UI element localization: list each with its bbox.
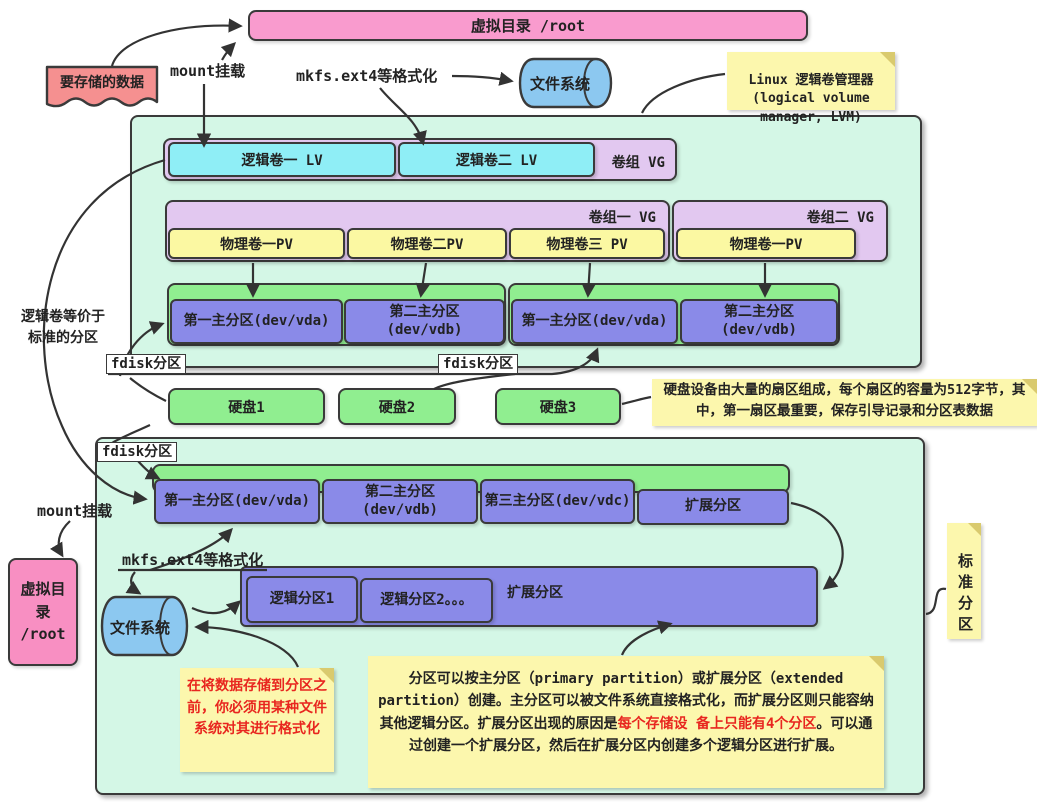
hard-disk-1: 硬盘1: [168, 388, 325, 425]
line-fdisk1-to-disk1: [129, 377, 167, 402]
std-partition-2: 第二主分区 (dev/vdb): [322, 479, 478, 524]
vg2-physical-volume-1-label: 物理卷一PV: [729, 236, 803, 253]
lvm-note-fold-icon: [880, 52, 895, 67]
std-partition-3: 第三主分区(dev/vdc): [480, 479, 635, 524]
fdisk-label-3: fdisk分区: [97, 442, 178, 462]
virtual-directory-box-label: 虚拟目 录 /root: [20, 580, 66, 644]
lvm-note-text: Linux 逻辑卷管理器 (logical volume manager, LV…: [748, 73, 874, 125]
hard-disk-2-label: 硬盘2: [378, 399, 416, 416]
physical-volume-1: 物理卷一PV: [168, 228, 345, 259]
disk1-partition-2: 第二主分区 (dev/vdb): [344, 299, 505, 344]
data-to-store-shape: 要存储的数据: [44, 64, 160, 116]
arrow-doc-to-rootbar: [110, 18, 243, 67]
lv-equivalent-note: 逻辑卷等价于 标准的分区: [21, 309, 105, 346]
format-note-text: 在将数据存储到分区之前，你必须用某种文件系统对其进行格式化: [187, 678, 327, 738]
line-fdisk2-to-disk2: [433, 372, 516, 390]
partition-note-fold-icon: [869, 656, 884, 671]
logical-partition-2-label: 逻辑分区2。。。: [380, 591, 473, 608]
fdisk-label-2-text: fdisk分区: [443, 356, 514, 372]
format-note: 在将数据存储到分区之前，你必须用某种文件系统对其进行格式化: [180, 668, 334, 772]
disk2-partition-1: 第一主分区(dev/vda): [511, 299, 678, 344]
extended-partition-small: 扩展分区: [637, 489, 789, 525]
arrow-mkfs-to-cylinder: [451, 71, 514, 86]
mkfs-label-top: mkfs.ext4等格式化: [296, 67, 438, 85]
line-container-to-stdnote: [925, 587, 947, 616]
disk1-partition-2-label: 第二主分区 (dev/vdb): [386, 304, 463, 338]
disk1-partition-1: 第一主分区(dev/vda): [170, 299, 343, 344]
filesystem-cylinder-top: 文件系统: [518, 57, 614, 109]
std-partition-1-label: 第一主分区(dev/vda): [164, 492, 310, 509]
physical-volume-3-label: 物理卷三 PV: [546, 236, 628, 253]
logical-partition-1: 逻辑分区1: [246, 576, 358, 623]
data-to-store-label: 要存储的数据: [60, 75, 144, 91]
arrow-mount-to-rootbar: [220, 41, 237, 61]
filesystem-label-top: 文件系统: [529, 75, 590, 93]
mount-label-bottom: mount挂载: [37, 502, 113, 520]
disk1-partition-1-label: 第一主分区(dev/vda): [183, 312, 330, 329]
lvm-note: Linux 逻辑卷管理器 (logical volume manager, LV…: [727, 52, 895, 125]
physical-volume-2-label: 物理卷二PV: [390, 236, 464, 253]
standard-partition-note-text: 标准分区: [956, 553, 974, 637]
standard-partition-note-fold-icon: [968, 523, 981, 536]
filesystem-label-bottom: 文件系统: [109, 619, 170, 637]
logical-volume-2: 逻辑卷二 LV: [398, 142, 595, 177]
logical-volume-1: 逻辑卷一 LV: [168, 142, 396, 177]
partition-note-part3: 。可以通过创建一个扩展分区，然后在扩展分区内创建多个逻辑分区进行扩展。: [409, 715, 873, 755]
mkfs-label-bottom: mkfs.ext4等格式化: [122, 551, 264, 569]
physical-volume-3: 物理卷三 PV: [509, 228, 665, 259]
hard-disk-3: 硬盘3: [495, 388, 621, 425]
logical-partition-2: 逻辑分区2。。。: [360, 578, 493, 623]
line-lvmnote-to-container: [641, 72, 726, 114]
logical-partition-1-label: 逻辑分区1: [269, 590, 335, 607]
std-partition-2-label: 第二主分区 (dev/vdb): [362, 484, 438, 518]
line-disk3-to-sectornote: [621, 395, 652, 406]
sector-note: 硬盘设备由大量的扇区组成，每个扇区的容量为512字节，其中，第一扇区最重要，保存…: [652, 379, 1037, 426]
fdisk-label-2: fdisk分区: [438, 354, 519, 374]
volume-group-label: 卷组 VG: [611, 155, 665, 171]
filesystem-cylinder-bottom: 文件系统: [100, 595, 190, 657]
fdisk-label-1: fdisk分区: [106, 354, 187, 374]
std-partition-3-label: 第三主分区(dev/vdc): [484, 492, 631, 509]
partition-note-part1: 分区可以按主分区（primary partition）或扩展分区（extende…: [378, 671, 874, 732]
virtual-directory-box: 虚拟目 录 /root: [8, 558, 78, 666]
hard-disk-3-label: 硬盘3: [539, 399, 577, 416]
partition-note: 分区可以按主分区（primary partition）或扩展分区（extende…: [368, 656, 884, 788]
hard-disk-1-label: 硬盘1: [228, 399, 265, 416]
physical-volume-1-label: 物理卷一PV: [220, 236, 293, 253]
disk2-partition-2: 第二主分区 (dev/vdb): [680, 299, 838, 344]
logical-volume-2-label: 逻辑卷二 LV: [455, 152, 538, 169]
disk2-partition-1-label: 第一主分区(dev/vda): [521, 312, 668, 329]
disk2-partition-2-label: 第二主分区 (dev/vdb): [721, 304, 797, 338]
volume-group-2-label: 卷组二 VG: [806, 210, 874, 226]
arrow-mount2-to-rootbox: [49, 520, 71, 558]
fdisk-label-1-text: fdisk分区: [111, 356, 182, 372]
standard-partition-note: 标准分区: [947, 523, 981, 639]
logical-volume-1-label: 逻辑卷一 LV: [241, 152, 323, 169]
sector-note-text: 硬盘设备由大量的扇区组成，每个扇区的容量为512字节，其中，第一扇区最重要，保存…: [663, 382, 1026, 419]
mount-label-top: mount挂载: [170, 62, 246, 80]
std-partition-1: 第一主分区(dev/vda): [154, 479, 320, 524]
vg2-physical-volume-1: 物理卷一PV: [676, 228, 856, 259]
virtual-directory-bar: 虚拟目录 /root: [248, 10, 808, 41]
physical-volume-2: 物理卷二PV: [347, 228, 507, 259]
volume-group-1-label: 卷组一 VG: [588, 210, 656, 226]
extended-partition-small-label: 扩展分区: [685, 498, 741, 515]
extended-partition-big-label: 扩展分区: [507, 585, 563, 601]
partition-note-red-text: 每个存储设 备上只能有4个分区: [617, 715, 817, 732]
fdisk-label-3-text: fdisk分区: [102, 444, 173, 460]
hard-disk-2: 硬盘2: [338, 388, 456, 425]
virtual-directory-label: 虚拟目录 /root: [470, 17, 586, 35]
